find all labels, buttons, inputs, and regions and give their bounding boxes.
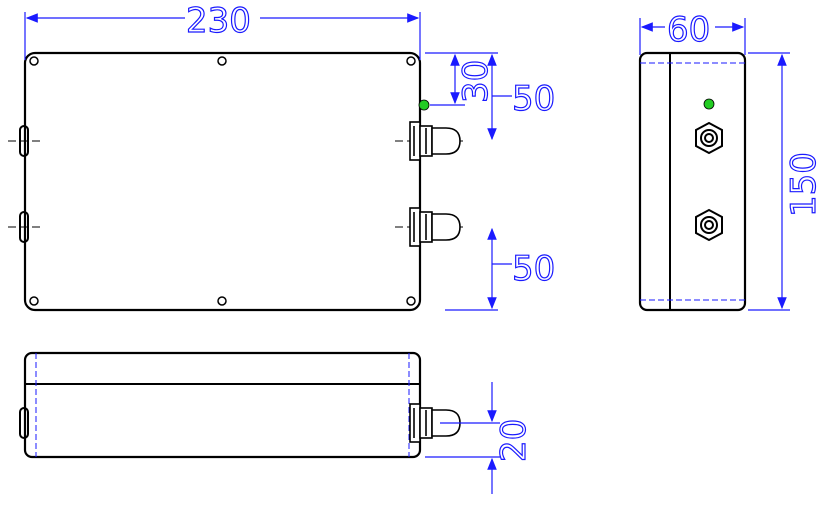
top-view <box>8 51 465 312</box>
top-view-outline <box>23 51 422 312</box>
cable-gland-icon <box>409 121 461 161</box>
screw-icon <box>29 56 416 306</box>
hex-nut-icon <box>695 121 723 155</box>
dimension-60-label: 60 <box>667 10 710 50</box>
dimension-230-label: 230 <box>186 1 251 41</box>
dimension-150 <box>748 52 790 311</box>
dimension-30-label: 30 <box>456 60 496 103</box>
dimension-20-label: 20 <box>494 419 534 462</box>
dimension-150-label: 150 <box>784 152 824 217</box>
dimension-50-upper-label: 50 <box>512 79 555 119</box>
led-indicator-icon <box>418 99 430 111</box>
dimension-50-lower-label: 50 <box>512 249 555 289</box>
dimension-30 <box>425 52 512 141</box>
front-view-outline <box>23 351 422 459</box>
end-view <box>638 51 747 312</box>
dimension-60 <box>639 18 746 55</box>
front-view <box>19 351 461 459</box>
led-indicator-icon <box>703 98 715 110</box>
end-view-outline <box>638 51 747 312</box>
hex-nut-icon <box>695 208 723 242</box>
dimension-230 <box>24 12 421 60</box>
cable-gland-icon <box>409 207 461 247</box>
dimension-50-lower <box>445 227 512 311</box>
mounting-tab-icon <box>19 407 29 439</box>
center-line <box>8 140 465 228</box>
dimension-20 <box>425 382 500 494</box>
